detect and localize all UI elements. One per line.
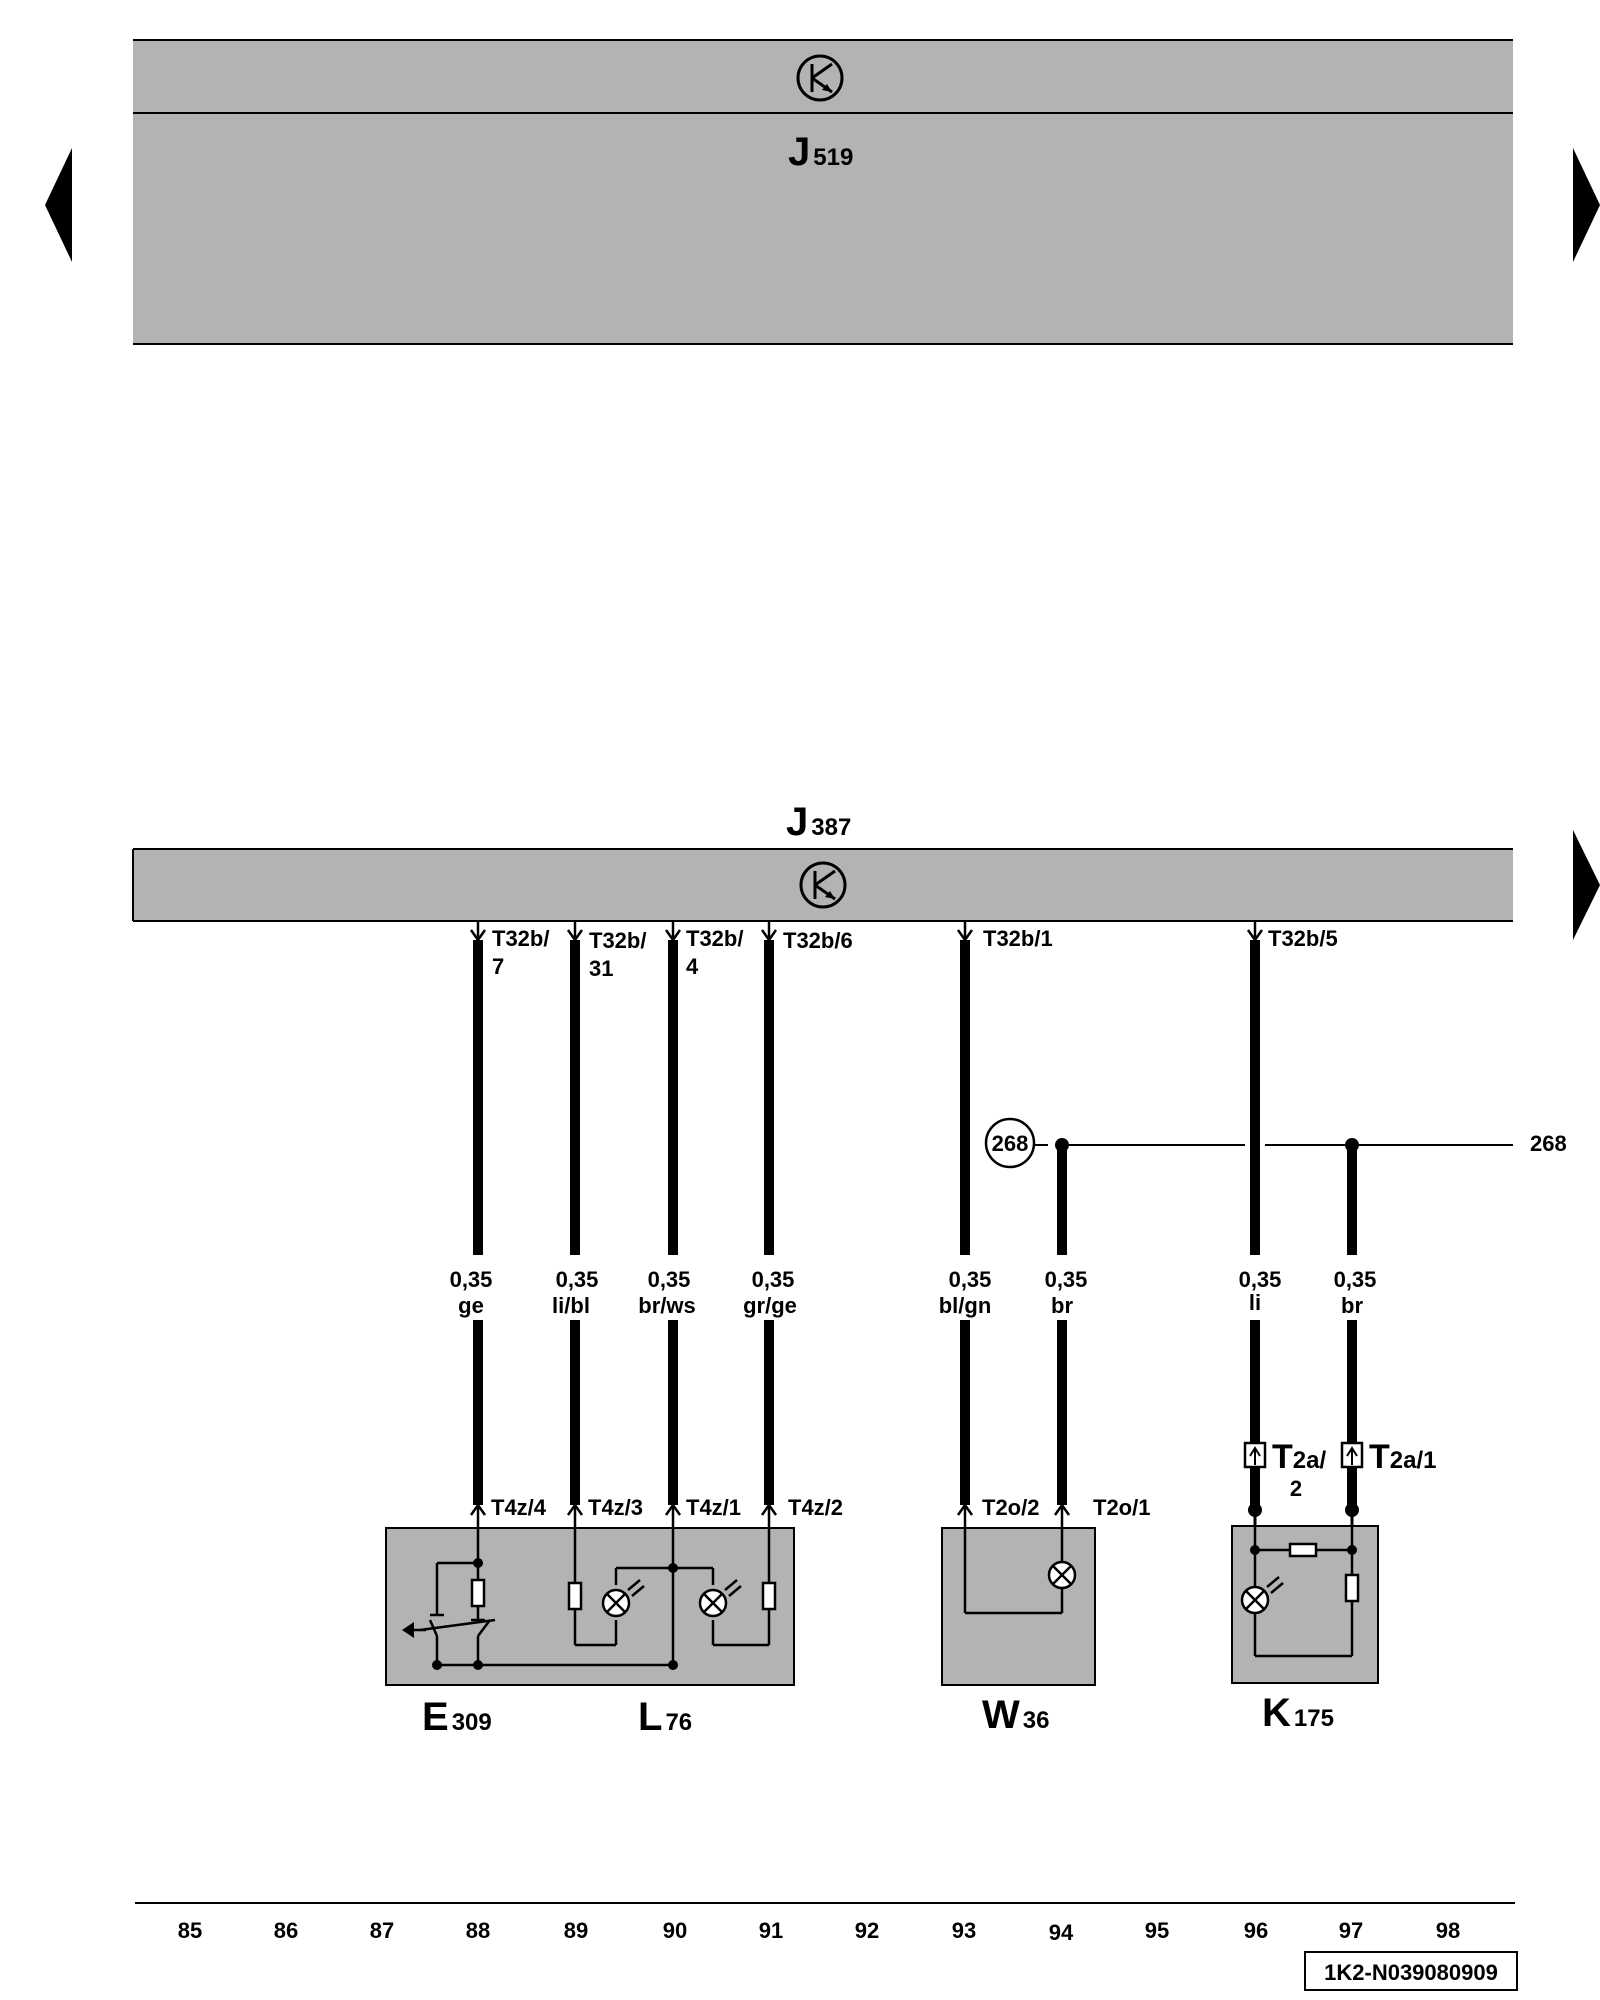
terminal-arrows-bottom [469,1502,1071,1528]
nav-right-triangle-icon[interactable] [1573,148,1600,262]
component-e309-l76 [385,1527,795,1686]
terminal-t4z-4: T4z/4 [491,1495,547,1520]
doc-id: 1K2-N039080909 [1324,1960,1498,1985]
wire-6-gauge: 0,35 [1045,1267,1088,1292]
column-number: 96 [1244,1918,1268,1943]
component-k175 [1231,1525,1379,1684]
ground-ref-268: 268 268 [984,1117,1567,1169]
terminal-t2o-2: T2o/2 [982,1495,1039,1520]
column-number: 90 [663,1918,687,1943]
terminal-t32b-4: T32b/ [686,926,743,951]
column-numbers: 85 86 87 88 89 90 91 92 93 94 95 96 97 9… [178,1918,1460,1945]
bulb-icon [1047,1560,1077,1590]
column-number: 86 [274,1918,298,1943]
led-lamp-icon [601,1579,645,1618]
terminal-t4z-1: T4z/1 [686,1495,741,1520]
terminal-t32b-4-line2: 4 [686,954,699,979]
column-number: 88 [466,1918,490,1943]
column-number: 87 [370,1918,394,1943]
wires [473,940,1357,1505]
connector-t2a-1: T2a/1 [1369,1438,1437,1476]
column-number: 98 [1436,1918,1460,1943]
wire-2-color: li/bl [552,1293,590,1318]
terminal-t4z-3: T4z/3 [588,1495,643,1520]
terminal-t32b-31: T32b/ [589,928,646,953]
wire-labels: 0,35 ge 0,35 li/bl 0,35 br/ws 0,35 gr/ge… [450,1267,1377,1318]
connector-plug-icon [1243,1441,1267,1469]
column-number: 93 [952,1918,976,1943]
ground-ref-268-circled: 268 [992,1131,1029,1156]
connector-plug-icon [1340,1441,1364,1469]
column-number: 94 [1049,1920,1074,1945]
wire-3-color: br/ws [638,1293,695,1318]
nav-right-lower-triangle-icon[interactable] [1573,830,1600,940]
component-w36 [941,1527,1096,1686]
connector-t2a-2-line2: 2 [1290,1476,1302,1501]
connector-t2a-2: T2a/ [1272,1438,1326,1476]
column-number: 95 [1145,1918,1169,1943]
ground-ref-268-right: 268 [1530,1131,1567,1156]
led-lamp-icon [698,1579,742,1618]
transistor-circle-icon [796,54,844,102]
terminal-t32b-6: T32b/6 [783,928,853,953]
nav-left-triangle-icon[interactable] [45,148,72,262]
column-number: 92 [855,1918,879,1943]
doc-id-box: 1K2-N039080909 [1304,1951,1518,1991]
wire-6-color: br [1051,1293,1073,1318]
terminal-t32b-1: T32b/1 [983,926,1053,951]
terminal-t32b-31-line2: 31 [589,956,613,981]
wire-4-color: gr/ge [743,1293,797,1318]
wire-8-color: br [1341,1293,1363,1318]
terminal-t32b-7-line2: 7 [492,954,504,979]
terminal-t4z-2: T4z/2 [788,1495,843,1520]
transistor-circle-icon [799,861,847,909]
wire-4-gauge: 0,35 [752,1267,795,1292]
connector-t2a: T2a/ 2 T2a/1 [1243,1438,1437,1501]
column-number: 97 [1339,1918,1363,1943]
wire-7-gauge: 0,35 [1239,1267,1282,1292]
switch-actuator-icon [402,1622,414,1638]
wire-1-gauge: 0,35 [450,1267,493,1292]
terminal-arrows-top [469,921,1264,943]
column-number: 85 [178,1918,202,1943]
column-number: 89 [564,1918,588,1943]
wire-7-color: li [1249,1290,1261,1315]
terminal-t32b-5: T32b/5 [1268,926,1338,951]
wire-3-gauge: 0,35 [648,1267,691,1292]
wire-1-color: ge [458,1293,484,1318]
terminal-t2o-1: T2o/1 [1093,1495,1150,1520]
led-lamp-icon [1240,1576,1284,1615]
wire-8-gauge: 0,35 [1334,1267,1377,1292]
wire-2-gauge: 0,35 [556,1267,599,1292]
terminal-t32b-7: T32b/ [492,926,549,951]
column-number: 91 [759,1918,783,1943]
wire-5-gauge: 0,35 [949,1267,992,1292]
wire-5-color: bl/gn [939,1293,992,1318]
